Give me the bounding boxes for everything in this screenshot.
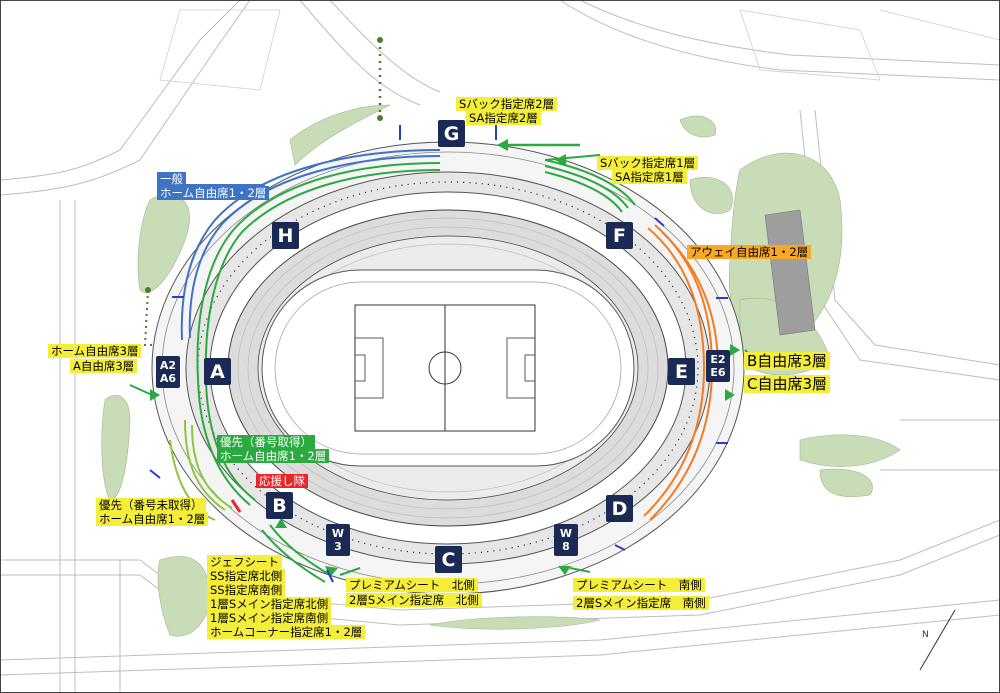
label-priority-numbered: 優先（番号取得） — [217, 435, 315, 449]
gate-e6-label: E6 — [710, 366, 726, 379]
label-1-s-main-north: 1層Sメイン指定席北側 — [207, 597, 332, 611]
label-f-s-back-1: Sバック指定席1層 — [597, 156, 699, 170]
label-b-3: B自由席3層 — [744, 352, 830, 370]
compass-north: N — [922, 630, 929, 640]
label-a-3: A自由席3層 — [70, 359, 138, 373]
gate-c: C — [435, 546, 462, 573]
gate-a2-a6: A2 A6 — [156, 356, 180, 388]
gate-w3-number: 3 — [334, 540, 342, 553]
gate-g: G — [438, 120, 465, 147]
label-general-title: 一般 — [157, 172, 186, 186]
gate-e2-label: E2 — [710, 353, 726, 366]
label-2-s-main-south: 2層Sメイン指定席 南側 — [573, 596, 709, 610]
label-general-home: ホーム自由席1・2層 — [157, 186, 270, 200]
gate-d: D — [606, 495, 633, 522]
gate-a2-label: A2 — [159, 359, 177, 372]
label-c-3: C自由席3層 — [744, 375, 831, 393]
label-ss-south: SS指定席南側 — [207, 583, 286, 597]
label-ss-north: SS指定席北側 — [207, 569, 286, 583]
gate-e: E — [668, 358, 695, 385]
label-g-s-back-2: Sバック指定席2層 — [456, 97, 558, 111]
label-1-s-main-south: 1層Sメイン指定席南側 — [207, 611, 332, 625]
gate-a: A — [204, 358, 231, 385]
label-priority-unnumbered: 優先（番号未取得） — [96, 498, 206, 512]
gate-w3: W 3 — [326, 524, 350, 556]
gate-h: H — [272, 222, 299, 249]
label-g-sa-2: SA指定席2層 — [466, 111, 541, 125]
label-premium-north: プレミアムシート 北側 — [346, 578, 478, 592]
label-jef-seat: ジェフシート — [207, 555, 282, 569]
label-away: アウェイ自由席1・2層 — [687, 245, 812, 259]
label-home-3: ホーム自由席3層 — [48, 344, 142, 358]
gate-f: F — [606, 222, 633, 249]
gate-w8: W 8 — [554, 524, 578, 556]
label-priority-unnumbered-home: ホーム自由席1・2層 — [96, 512, 209, 526]
label-f-sa-1: SA指定席1層 — [612, 170, 687, 184]
gate-w8-letter: W — [559, 527, 573, 540]
label-premium-south: プレミアムシート 南側 — [573, 578, 705, 592]
gate-w8-number: 8 — [562, 540, 570, 553]
label-2-s-main-north: 2層Sメイン指定席 北側 — [346, 593, 482, 607]
label-priority-numbered-home: ホーム自由席1・2層 — [217, 449, 330, 463]
gate-b: B — [266, 492, 293, 519]
label-home-corner: ホームコーナー指定席1・2層 — [207, 625, 366, 639]
label-cheer: 応援し隊 — [256, 474, 308, 488]
gate-w3-letter: W — [331, 527, 345, 540]
gate-e2-e6: E2 E6 — [706, 350, 730, 382]
gate-a6-label: A6 — [159, 372, 177, 385]
